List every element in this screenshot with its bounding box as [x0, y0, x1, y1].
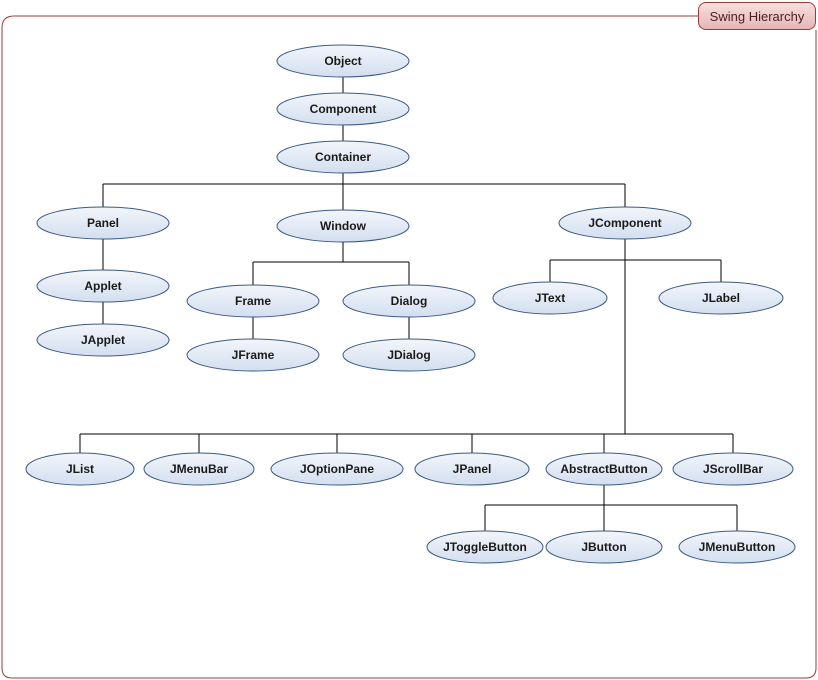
node-ellipse [143, 452, 255, 486]
node-jcomponent: JComponent [558, 206, 692, 240]
node-label: JList [66, 462, 94, 476]
node-jmenubar: JMenuBar [143, 452, 255, 486]
node-label: JDialog [387, 348, 430, 362]
node-label: JButton [581, 540, 626, 554]
node-label: JMenuButton [699, 540, 776, 554]
node-panel: Panel [36, 206, 170, 240]
node-ellipse [276, 140, 410, 174]
node-jtext: JText [492, 281, 608, 315]
node-applet: Applet [36, 269, 170, 303]
node-jdialog: JDialog [342, 338, 476, 372]
node-joptionpane: JOptionPane [270, 452, 404, 486]
node-ellipse [36, 323, 170, 357]
node-ellipse [342, 284, 476, 318]
node-jmenubutton: JMenuButton [678, 530, 796, 564]
connector-lines [79, 77, 738, 531]
node-component: Component [276, 92, 410, 126]
node-ellipse [186, 338, 320, 372]
node-label: JToggleButton [443, 540, 527, 554]
node-jframe: JFrame [186, 338, 320, 372]
node-ellipse [36, 269, 170, 303]
node-label: Container [315, 150, 371, 164]
node-window: Window [276, 209, 410, 243]
node-label: Panel [87, 216, 119, 230]
node-ellipse [36, 206, 170, 240]
node-jtogglebutton: JToggleButton [426, 530, 544, 564]
node-abstractbutton: AbstractButton [545, 452, 663, 486]
node-label: JText [535, 291, 565, 305]
node-ellipse [342, 338, 476, 372]
node-ellipse [414, 452, 530, 486]
node-label: JComponent [588, 216, 661, 230]
node-jlist: JList [25, 452, 135, 486]
node-label: AbstractButton [560, 462, 647, 476]
node-label: JPanel [453, 462, 492, 476]
node-ellipse [270, 452, 404, 486]
node-japplet: JApplet [36, 323, 170, 357]
node-label: Window [320, 219, 367, 233]
node-ellipse [276, 209, 410, 243]
node-ellipse [426, 530, 544, 564]
node-ellipse [545, 452, 663, 486]
node-jpanel: JPanel [414, 452, 530, 486]
node-object: Object [276, 44, 410, 78]
node-ellipse [672, 452, 794, 486]
node-label: Frame [235, 294, 271, 308]
node-jscrollbar: JScrollBar [672, 452, 794, 486]
node-label: Dialog [391, 294, 428, 308]
diagram-title: Swing Hierarchy [709, 8, 805, 24]
node-label: JScrollBar [703, 462, 763, 476]
node-ellipse [678, 530, 796, 564]
node-ellipse [276, 92, 410, 126]
node-ellipse [186, 284, 320, 318]
node-ellipse [558, 206, 692, 240]
node-container: Container [276, 140, 410, 174]
node-ellipse [25, 452, 135, 486]
node-dialog: Dialog [342, 284, 476, 318]
node-label: Object [324, 54, 361, 68]
node-label: JLabel [702, 291, 740, 305]
node-label: JOptionPane [300, 462, 374, 476]
node-jlabel: JLabel [658, 281, 784, 315]
node-label: JMenuBar [170, 462, 228, 476]
node-label: JFrame [232, 348, 275, 362]
diagram-title-tag: Swing Hierarchy [698, 2, 816, 30]
node-label: Applet [84, 279, 121, 293]
node-jbutton: JButton [545, 530, 663, 564]
node-ellipse [276, 44, 410, 78]
node-ellipse [658, 281, 784, 315]
node-label: Component [310, 102, 377, 116]
node-frame: Frame [186, 284, 320, 318]
node-label: JApplet [81, 333, 125, 347]
node-ellipse [492, 281, 608, 315]
node-ellipse [545, 530, 663, 564]
